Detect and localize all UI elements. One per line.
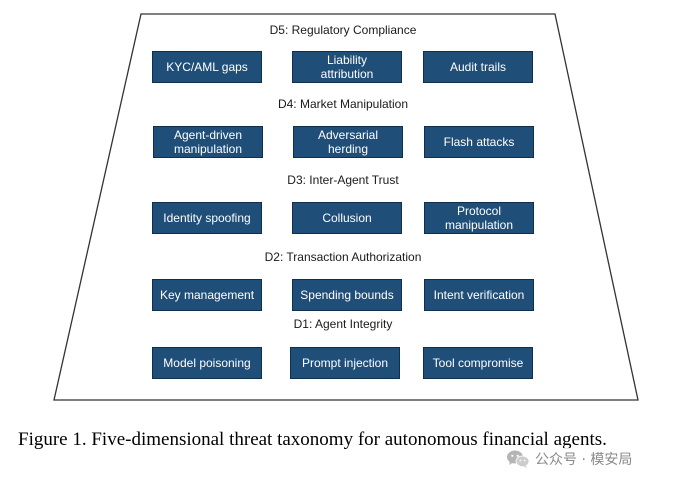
threat-box-adversarial-herding: Adversarial herding bbox=[293, 126, 403, 158]
layer-title-d1: D1: Agent Integrity bbox=[293, 317, 393, 331]
wechat-watermark: 公众号 · 模安局 bbox=[504, 448, 637, 470]
threat-box-key-management: Key management bbox=[152, 279, 262, 311]
watermark-text: 公众号 · 模安局 bbox=[535, 452, 633, 468]
wechat-icon bbox=[507, 450, 530, 468]
threat-box-model-poisoning: Model poisoning bbox=[152, 347, 262, 379]
layer-title-d2: D2: Transaction Authorization bbox=[264, 250, 422, 264]
taxonomy-trapezoid-outline bbox=[53, 13, 639, 401]
threat-box-collusion: Collusion bbox=[292, 202, 402, 234]
layer-title-d4: D4: Market Manipulation bbox=[277, 97, 409, 111]
layer-title-d5: D5: Regulatory Compliance bbox=[269, 23, 417, 37]
figure-caption: Figure 1. Five-dimensional threat taxono… bbox=[18, 429, 607, 450]
threat-box-kyc-aml-gaps: KYC/AML gaps bbox=[152, 51, 262, 83]
threat-box-agent-driven-manipulation: Agent-driven manipulation bbox=[153, 126, 263, 158]
layer-title-d3: D3: Inter-Agent Trust bbox=[287, 173, 399, 187]
threat-box-tool-compromise: Tool compromise bbox=[423, 347, 533, 379]
threat-box-identity-spoofing: Identity spoofing bbox=[152, 202, 262, 234]
threat-box-flash-attacks: Flash attacks bbox=[424, 126, 534, 158]
threat-box-intent-verification: Intent verification bbox=[424, 279, 534, 311]
threat-box-prompt-injection: Prompt injection bbox=[290, 347, 400, 379]
threat-box-protocol-manipulation: Protocol manipulation bbox=[424, 202, 534, 234]
threat-box-liability-attribution: Liability attribution bbox=[292, 51, 402, 83]
threat-box-audit-trails: Audit trails bbox=[423, 51, 533, 83]
threat-box-spending-bounds: Spending bounds bbox=[292, 279, 402, 311]
